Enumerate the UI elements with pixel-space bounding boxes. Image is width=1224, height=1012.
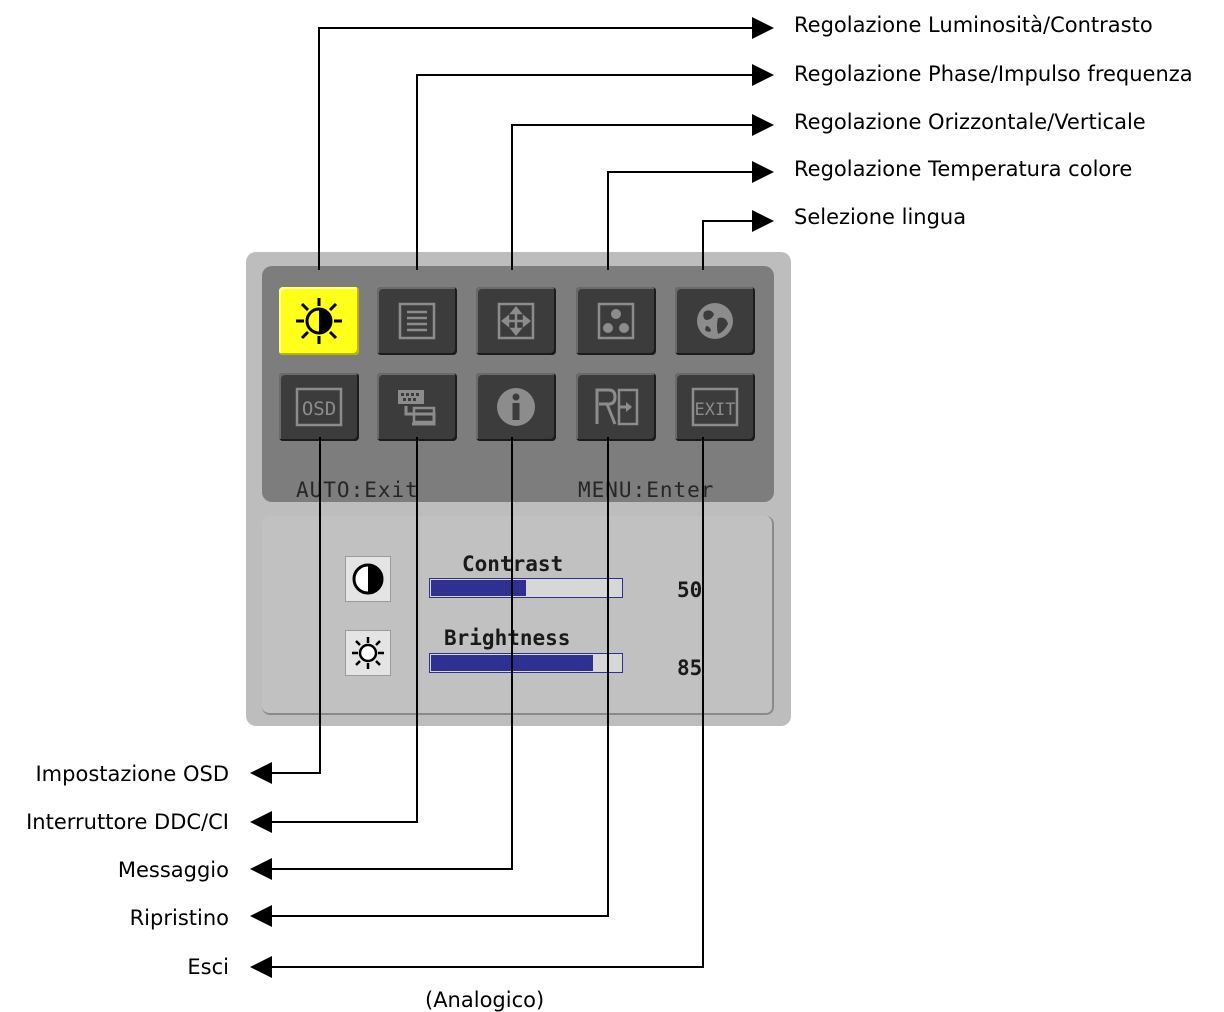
globe-language-icon <box>692 298 738 344</box>
information-tile[interactable] <box>476 373 556 441</box>
reset-icon <box>591 384 641 430</box>
callout-phase-frequency: Regolazione Phase/Impulso frequenza <box>794 62 1193 86</box>
language-tile[interactable] <box>675 287 755 355</box>
brightness-value: 85 <box>677 656 703 680</box>
svg-text:OSD: OSD <box>302 398 336 420</box>
svg-text:EXIT: EXIT <box>695 400 736 420</box>
menu-enter-hint: MENU:Enter <box>578 478 715 502</box>
contrast-value: 50 <box>677 578 703 602</box>
callout-ddc-ci: Interruttore DDC/CI <box>26 810 229 834</box>
contrast-level <box>431 580 526 596</box>
ddc-ci-tile[interactable] <box>377 373 457 441</box>
callout-language: Selezione lingua <box>794 205 967 229</box>
brightness-contrast-tile[interactable] <box>279 287 359 355</box>
contrast-label: Contrast <box>462 552 564 576</box>
brightness-level <box>431 655 593 671</box>
phase-lines-icon <box>395 299 439 343</box>
info-icon <box>493 384 539 430</box>
brightness-label: Brightness <box>444 626 571 650</box>
reset-tile[interactable] <box>576 373 656 441</box>
caption: (Analogico) <box>425 988 545 1012</box>
brightness-slider[interactable] <box>429 653 623 673</box>
exit-icon: EXIT <box>690 385 740 429</box>
callout-message: Messaggio <box>117 858 229 882</box>
color-temperature-tile[interactable] <box>576 287 656 355</box>
osd-settings-tile[interactable]: OSD <box>279 373 359 441</box>
contrast-slider[interactable] <box>429 578 623 598</box>
color-temperature-icon <box>594 299 638 343</box>
osd-adjust-panel <box>262 516 774 715</box>
contrast-icon <box>345 556 391 602</box>
callout-brightness-contrast: Regolazione Luminosità/Contrasto <box>794 13 1153 37</box>
callout-osd-settings: Impostazione OSD <box>35 762 229 786</box>
ddc-ci-icon <box>394 384 440 430</box>
callout-horizontal-vertical: Regolazione Orizzontale/Verticale <box>794 110 1146 134</box>
position-arrows-icon <box>494 299 538 343</box>
callout-exit: Esci <box>187 955 229 979</box>
phase-frequency-tile[interactable] <box>377 287 457 355</box>
callout-color-temperature: Regolazione Temperatura colore <box>794 157 1133 181</box>
brightness-icon <box>345 630 391 676</box>
osd-icon: OSD <box>294 385 344 429</box>
sun-contrast-icon <box>293 295 345 347</box>
exit-tile[interactable]: EXIT <box>675 373 755 441</box>
auto-exit-hint: AUTO:Exit <box>296 478 419 502</box>
position-tile[interactable] <box>476 287 556 355</box>
callout-reset: Ripristino <box>129 906 229 930</box>
